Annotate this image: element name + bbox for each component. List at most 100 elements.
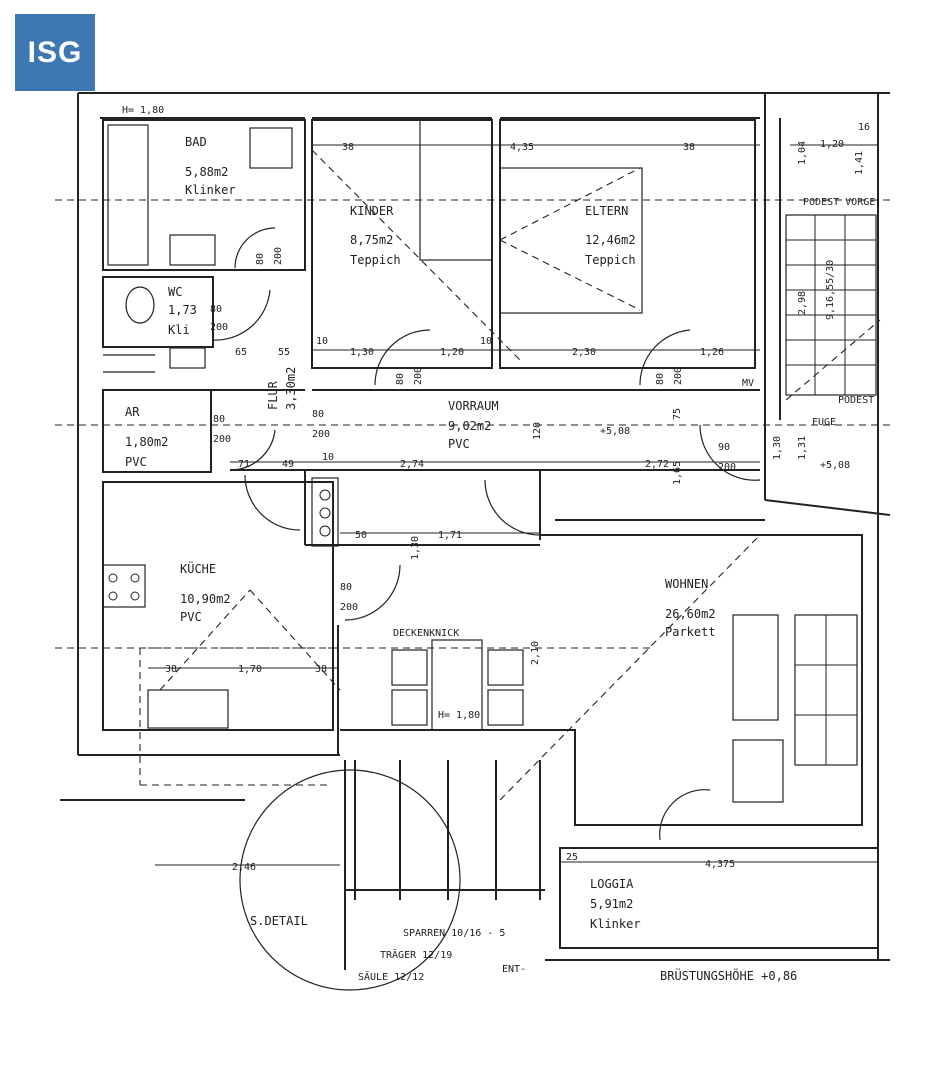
room-floor-bad: Klinker — [185, 183, 236, 197]
dimension-lines — [148, 144, 878, 866]
dim-50: 50 — [355, 530, 367, 541]
dim-131: 1,31 — [797, 436, 808, 460]
dim-141: 1,41 — [854, 151, 865, 175]
dim-200a: 200 — [210, 322, 228, 333]
dim-171: 1,71 — [438, 530, 462, 541]
dim-200h: 200 — [340, 602, 358, 613]
label-mv: MV — [742, 378, 754, 389]
room-area-flur: 3,30m2 — [284, 367, 298, 410]
room-area-eltern: 12,46m2 — [585, 233, 636, 247]
dim-80f: 80 — [312, 409, 324, 420]
room-name-eltern: ELTERN — [585, 204, 628, 218]
dim-200e: 200 — [213, 434, 231, 445]
height-label-bad: H= 1,80 — [122, 105, 164, 116]
dim-435: 4,35 — [510, 142, 534, 153]
dim-80e: 80 — [213, 414, 225, 425]
dim-38b: 38 — [683, 142, 695, 153]
label-fuge: FUGE — [812, 417, 836, 428]
room-area-wc: 1,73 — [168, 303, 197, 317]
room-floor-wc: Kli — [168, 323, 190, 337]
dim-170: 1,70 — [238, 664, 262, 675]
dim-126: 1,26 — [700, 347, 724, 358]
dim-200f: 200 — [312, 429, 330, 440]
dim-200d: 200 — [673, 367, 684, 385]
room-name-bad: BAD — [185, 135, 207, 149]
room-area-bad: 5,88m2 — [185, 165, 228, 179]
dim-272: 2,72 — [645, 459, 669, 470]
room-area-vorraum: 9,02m2 — [448, 419, 491, 433]
room-area-loggia: 5,91m2 — [590, 897, 633, 911]
label-sparren: SPARREN 10/16 - 5 — [403, 928, 505, 939]
dim-200c: 200 — [413, 367, 424, 385]
dim-120b: 1,20 — [440, 347, 464, 358]
dim-38c: 38 — [165, 664, 177, 675]
room-floor-kinder: Teppich — [350, 253, 401, 267]
dim-16: 16 — [858, 122, 870, 133]
dim-80d: 80 — [655, 373, 666, 385]
dim-38d: 38 — [315, 664, 327, 675]
dim-274: 2,74 — [400, 459, 424, 470]
label-deckenknick: DECKENKNICK — [393, 628, 459, 639]
room-name-ar: AR — [125, 405, 140, 419]
dim-200g: 200 — [718, 462, 736, 473]
room-name-wohnen: WOHNEN — [665, 577, 708, 591]
room-area-wohnen: 26,60m2 — [665, 607, 716, 621]
dim-10b: 10 — [480, 336, 492, 347]
dim-210: 2,10 — [530, 641, 541, 665]
dim-55: 55 — [278, 347, 290, 358]
room-floor-wohnen: Parkett — [665, 625, 716, 639]
room-name-loggia: LOGGIA — [590, 877, 634, 891]
label-brustung: BRÜSTUNGSHÖHE +0,86 — [660, 967, 797, 983]
room-name-vorraum: VORRAUM — [448, 399, 499, 413]
dim-49: 49 — [282, 459, 294, 470]
roof-lines — [55, 149, 890, 801]
height-label-deckenknick: H= 1,80 — [438, 710, 480, 721]
dim-246: 2,46 — [232, 862, 256, 873]
room-floor-eltern: Teppich — [585, 253, 636, 267]
dim-80a: 80 — [210, 304, 222, 315]
dim-80c: 80 — [395, 373, 406, 385]
dim-71: 71 — [238, 459, 250, 470]
dim-80b: 80 — [255, 253, 266, 265]
dim-130: 1,30 — [350, 347, 374, 358]
room-area-ar: 1,80m2 — [125, 435, 168, 449]
logo-text: ISG — [27, 35, 83, 69]
door-arcs — [211, 227, 761, 991]
dim-65: 65 — [235, 347, 247, 358]
dim-25: 25 — [566, 852, 578, 863]
room-name-wc: WC — [168, 285, 182, 299]
dim-200b: 200 — [273, 247, 284, 265]
label-ent: ENT- — [502, 964, 526, 975]
dim-165: 1,65 — [672, 461, 683, 485]
dim-104: 1,04 — [797, 141, 808, 165]
room-area-kueche: 10,90m2 — [180, 592, 231, 606]
room-floor-kueche: PVC — [180, 610, 202, 624]
dim-298: 2,98 — [797, 291, 808, 315]
label-podest-top: PODEST VORGE — [803, 197, 875, 208]
room-name-kueche: KÜCHE — [180, 560, 216, 576]
label-elev1: +5,08 — [600, 426, 630, 437]
room-floor-vorraum: PVC — [448, 437, 470, 451]
dim-130c: 1,30 — [772, 436, 783, 460]
dim-90: 90 — [718, 442, 730, 453]
dim-120c: 120 — [532, 422, 543, 440]
dim-80g: 80 — [340, 582, 352, 593]
dim-230: 2,30 — [572, 347, 596, 358]
dim-130b: 1,30 — [410, 536, 421, 560]
room-floor-loggia: Klinker — [590, 917, 641, 931]
label-traeger: TRÄGER 12/19 — [380, 948, 452, 961]
dim-10a: 10 — [316, 336, 328, 347]
dim-916: 9,16,55/30 — [825, 260, 836, 320]
room-floor-ar: PVC — [125, 455, 147, 469]
dim-120: 1,20 — [820, 139, 844, 150]
dim-75: 75 — [672, 408, 683, 420]
label-sdetail: S.DETAIL — [250, 914, 308, 928]
room-name-flur: FLUR — [266, 380, 280, 410]
room-area-kinder: 8,75m2 — [350, 233, 393, 247]
label-saeule: SÄULE 12/12 — [358, 970, 424, 983]
dim-10c: 10 — [322, 452, 334, 463]
label-podest: PODEST — [838, 395, 874, 406]
dim-38a: 38 — [342, 142, 354, 153]
walls — [60, 92, 891, 970]
